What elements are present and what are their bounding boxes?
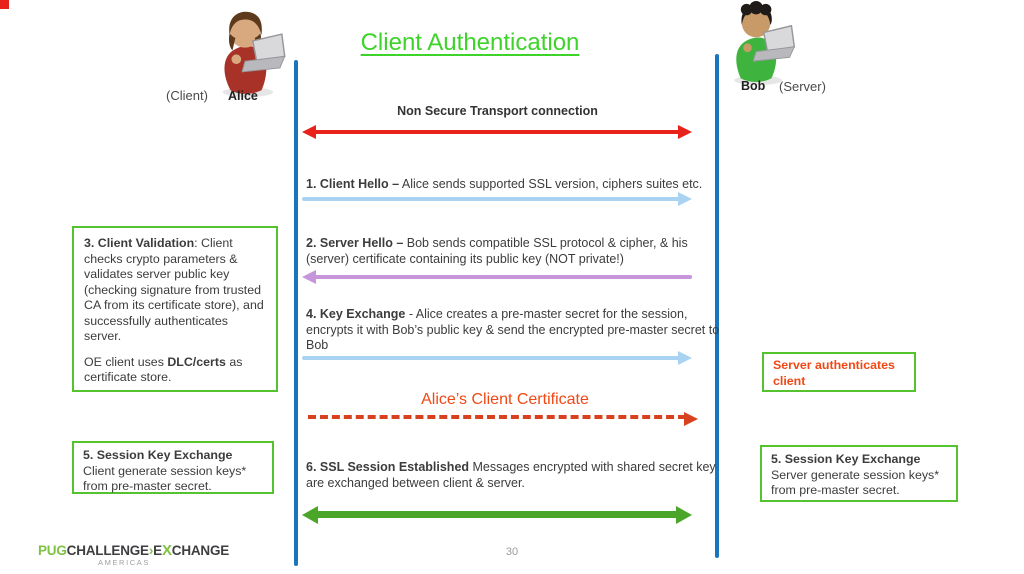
msg-key-exchange: 4. Key Exchange - Alice creates a pre-ma… [306,307,726,354]
note-client-validation-title: 3. Client Validation [84,236,195,250]
server-name-label: Bob [741,79,766,93]
conference-logo: PUGCHALLENGE›EXCHANGE AMERICAS [38,542,229,567]
client-role-label: (Client) [166,88,208,103]
bob-laptop-icon [752,24,796,62]
note-server-session-keys: 5. Session Key Exchange Server generate … [760,445,958,502]
client-lifeline [294,60,298,566]
note-oe-post: as certificate store. [84,354,243,385]
corner-accent [0,0,9,9]
msg-session-established-body: Messages encrypted with shared secret ke… [306,460,716,490]
msg-session-established: 6. SSL Session Established Messages encr… [306,460,721,491]
logo-x-icon: X [161,542,172,559]
msg-session-established-title: 6. SSL Session Established [306,460,470,474]
note-server-authenticates: Server authenticates client [762,352,916,392]
alice-laptop-icon [241,33,286,73]
msg-server-hello-body: Bob sends compatible SSL protocol & ciph… [306,236,688,266]
session-established-arrow [302,506,692,524]
note-server-session-keys-title: 5. Session Key Exchange [771,452,921,466]
note-client-session-keys: 5. Session Key Exchange Client generate … [72,441,274,494]
note-client-session-keys-title: 5. Session Key Exchange [83,448,233,462]
msg-server-hello: 2. Server Hello – Bob sends compatible S… [306,236,714,267]
logo-wordmark: PUGCHALLENGE›EXCHANGE [38,542,229,559]
note-client-session-keys-body: Client generate session keys* from pre-m… [83,463,247,494]
note-client-validation-p2: OE client uses DLC/certs as certificate … [84,355,266,386]
msg-key-exchange-title: 4. Key Exchange [306,307,406,321]
transport-label: Non Secure Transport connection [397,104,598,118]
note-oe-pre: OE client uses [84,354,168,369]
note-client-validation-body: : Client checks crypto parameters & vali… [84,236,264,343]
msg-client-hello-body: Alice sends supported SSL version, ciphe… [399,177,703,191]
msg-client-hello-title: 1. Client Hello – [306,177,400,191]
logo-challenge: CHALLENGE [66,543,149,558]
msg-key-exchange-body: - Alice creates a pre-master secret for … [306,307,720,352]
msg-client-hello: 1. Client Hello – Alice sends supported … [306,177,702,193]
server-lifeline [715,54,719,558]
page-number: 30 [505,546,519,558]
transport-arrow [302,125,692,139]
logo-subtitle: AMERICAS [98,558,150,567]
bob-figure-icon [734,0,796,86]
client-name-label: Alice [228,89,258,103]
note-server-session-keys-body: Server generate session keys* from pre-m… [771,467,940,498]
note-oe-bold: DLC/certs [167,354,226,369]
note-client-validation: 3. Client Validation: Client checks cryp… [72,226,278,392]
page-title: Client Authentication [360,29,580,57]
logo-e: E [153,543,162,558]
key-exchange-arrow [302,351,692,365]
server-hello-arrow [302,270,692,284]
logo-change: CHANGE [171,543,230,558]
note-client-validation-p1: 3. Client Validation: Client checks cryp… [84,236,266,345]
alice-figure-icon [222,11,286,98]
msg-server-hello-title: 2. Server Hello – [306,236,404,250]
logo-chevron-icon: › [148,543,154,558]
client-certificate-arrow [308,412,698,426]
note-server-authenticates-label: Server authenticates client [773,358,895,388]
client-hello-arrow [302,192,692,206]
logo-pug: PUG [38,543,67,558]
client-certificate-label: Alice’s Client Certificate [421,391,589,408]
server-role-label: (Server) [779,79,826,94]
